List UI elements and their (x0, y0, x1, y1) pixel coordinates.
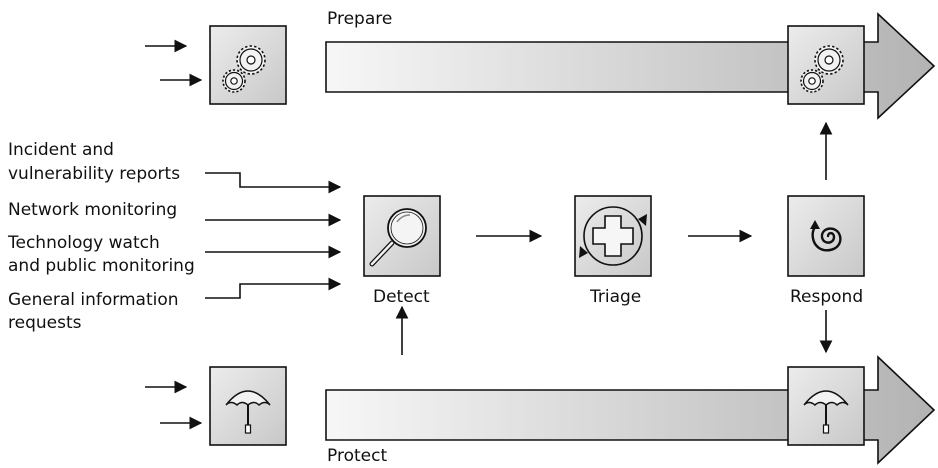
prepare-label: Prepare (327, 9, 392, 29)
respond-box (787, 195, 865, 277)
input-label-technology-watch-line-2: and public monitoring (8, 256, 195, 276)
respond-label: Respond (790, 287, 863, 307)
prepare-band (325, 12, 936, 120)
protect-start-box (209, 366, 287, 446)
input-label-incident-reports-line-1: Incident and (8, 140, 114, 160)
protect-band (325, 355, 936, 465)
input-label-technology-watch-line-1: Technology watch (7, 233, 160, 253)
protect-label: Protect (327, 446, 387, 466)
triage-label: Triage (589, 287, 641, 307)
input-label-general-info-line-2: requests (8, 313, 82, 333)
input-arrow-general-info (205, 277, 342, 299)
protect-end-box (787, 366, 865, 446)
triage-box (574, 195, 652, 277)
medical-cross-cycle-icon (579, 206, 647, 266)
input-label-general-info-line-1: General information (8, 290, 179, 310)
detect-box (363, 195, 441, 277)
magnifier-icon (369, 208, 427, 267)
input-label-network-monitoring: Network monitoring (8, 200, 177, 220)
detect-label: Detect (373, 287, 430, 307)
spiral-icon (810, 220, 842, 252)
prepare-start-box (209, 25, 287, 105)
prepare-end-box (787, 25, 865, 105)
input-label-incident-reports-line-2: vulnerability reports (8, 164, 180, 184)
input-arrow-incident-reports (205, 172, 342, 194)
